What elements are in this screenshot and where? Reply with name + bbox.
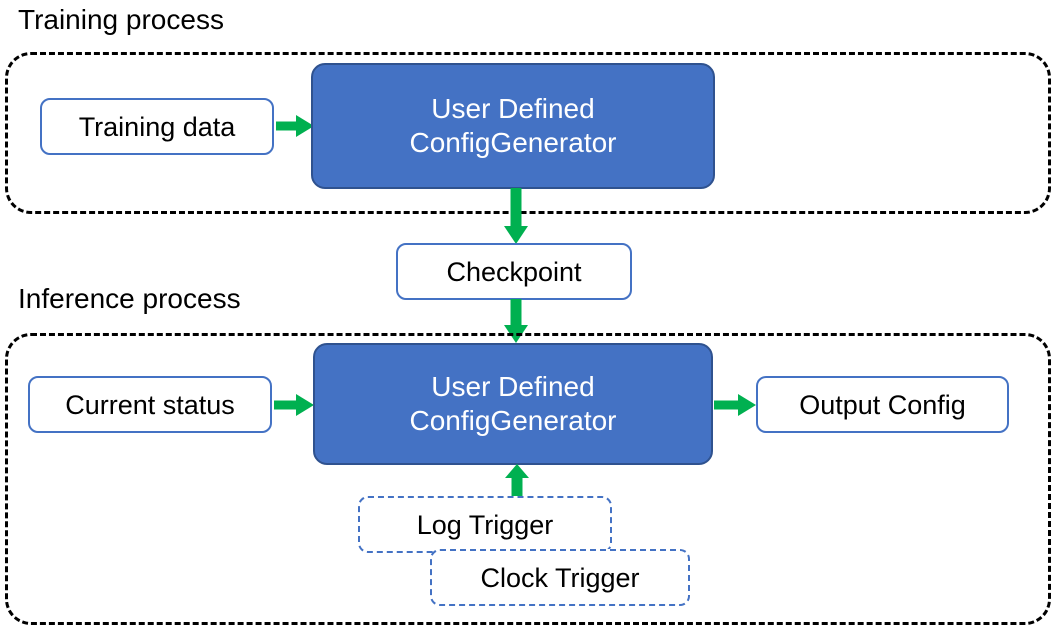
node-inference-config-generator[interactable]: User Defined ConfigGenerator	[313, 343, 713, 465]
node-checkpoint[interactable]: Checkpoint	[396, 243, 632, 300]
node-output-config-label: Output Config	[799, 389, 966, 420]
node-log-trigger[interactable]: Log Trigger	[358, 496, 612, 553]
inference-process-title: Inference process	[18, 283, 241, 314]
training-process-group	[5, 52, 1051, 214]
node-training-data-label: Training data	[78, 111, 236, 142]
node-output-config[interactable]: Output Config	[756, 376, 1009, 433]
arrow-current-status-to-generator	[274, 391, 316, 419]
node-current-status-label: Current status	[65, 389, 235, 420]
node-training-config-generator-line2: ConfigGenerator	[409, 127, 617, 158]
arrow-training-data-to-generator	[276, 112, 316, 140]
node-training-config-generator-line1: User Defined	[431, 93, 595, 124]
node-training-config-generator[interactable]: User Defined ConfigGenerator	[311, 63, 715, 189]
training-process-title: Training process	[18, 4, 224, 35]
arrow-generator-to-checkpoint	[499, 188, 533, 246]
node-log-trigger-label: Log Trigger	[416, 509, 554, 540]
inference-process-group	[5, 333, 1051, 625]
node-clock-trigger-label: Clock Trigger	[480, 562, 640, 593]
node-training-data[interactable]: Training data	[40, 98, 274, 155]
node-inference-config-generator-line1: User Defined	[431, 371, 595, 402]
arrow-generator-to-output-config	[714, 391, 758, 419]
node-clock-trigger[interactable]: Clock Trigger	[430, 549, 690, 606]
node-inference-config-generator-line2: ConfigGenerator	[409, 405, 617, 436]
node-checkpoint-label: Checkpoint	[446, 256, 582, 287]
node-current-status[interactable]: Current status	[28, 376, 272, 433]
